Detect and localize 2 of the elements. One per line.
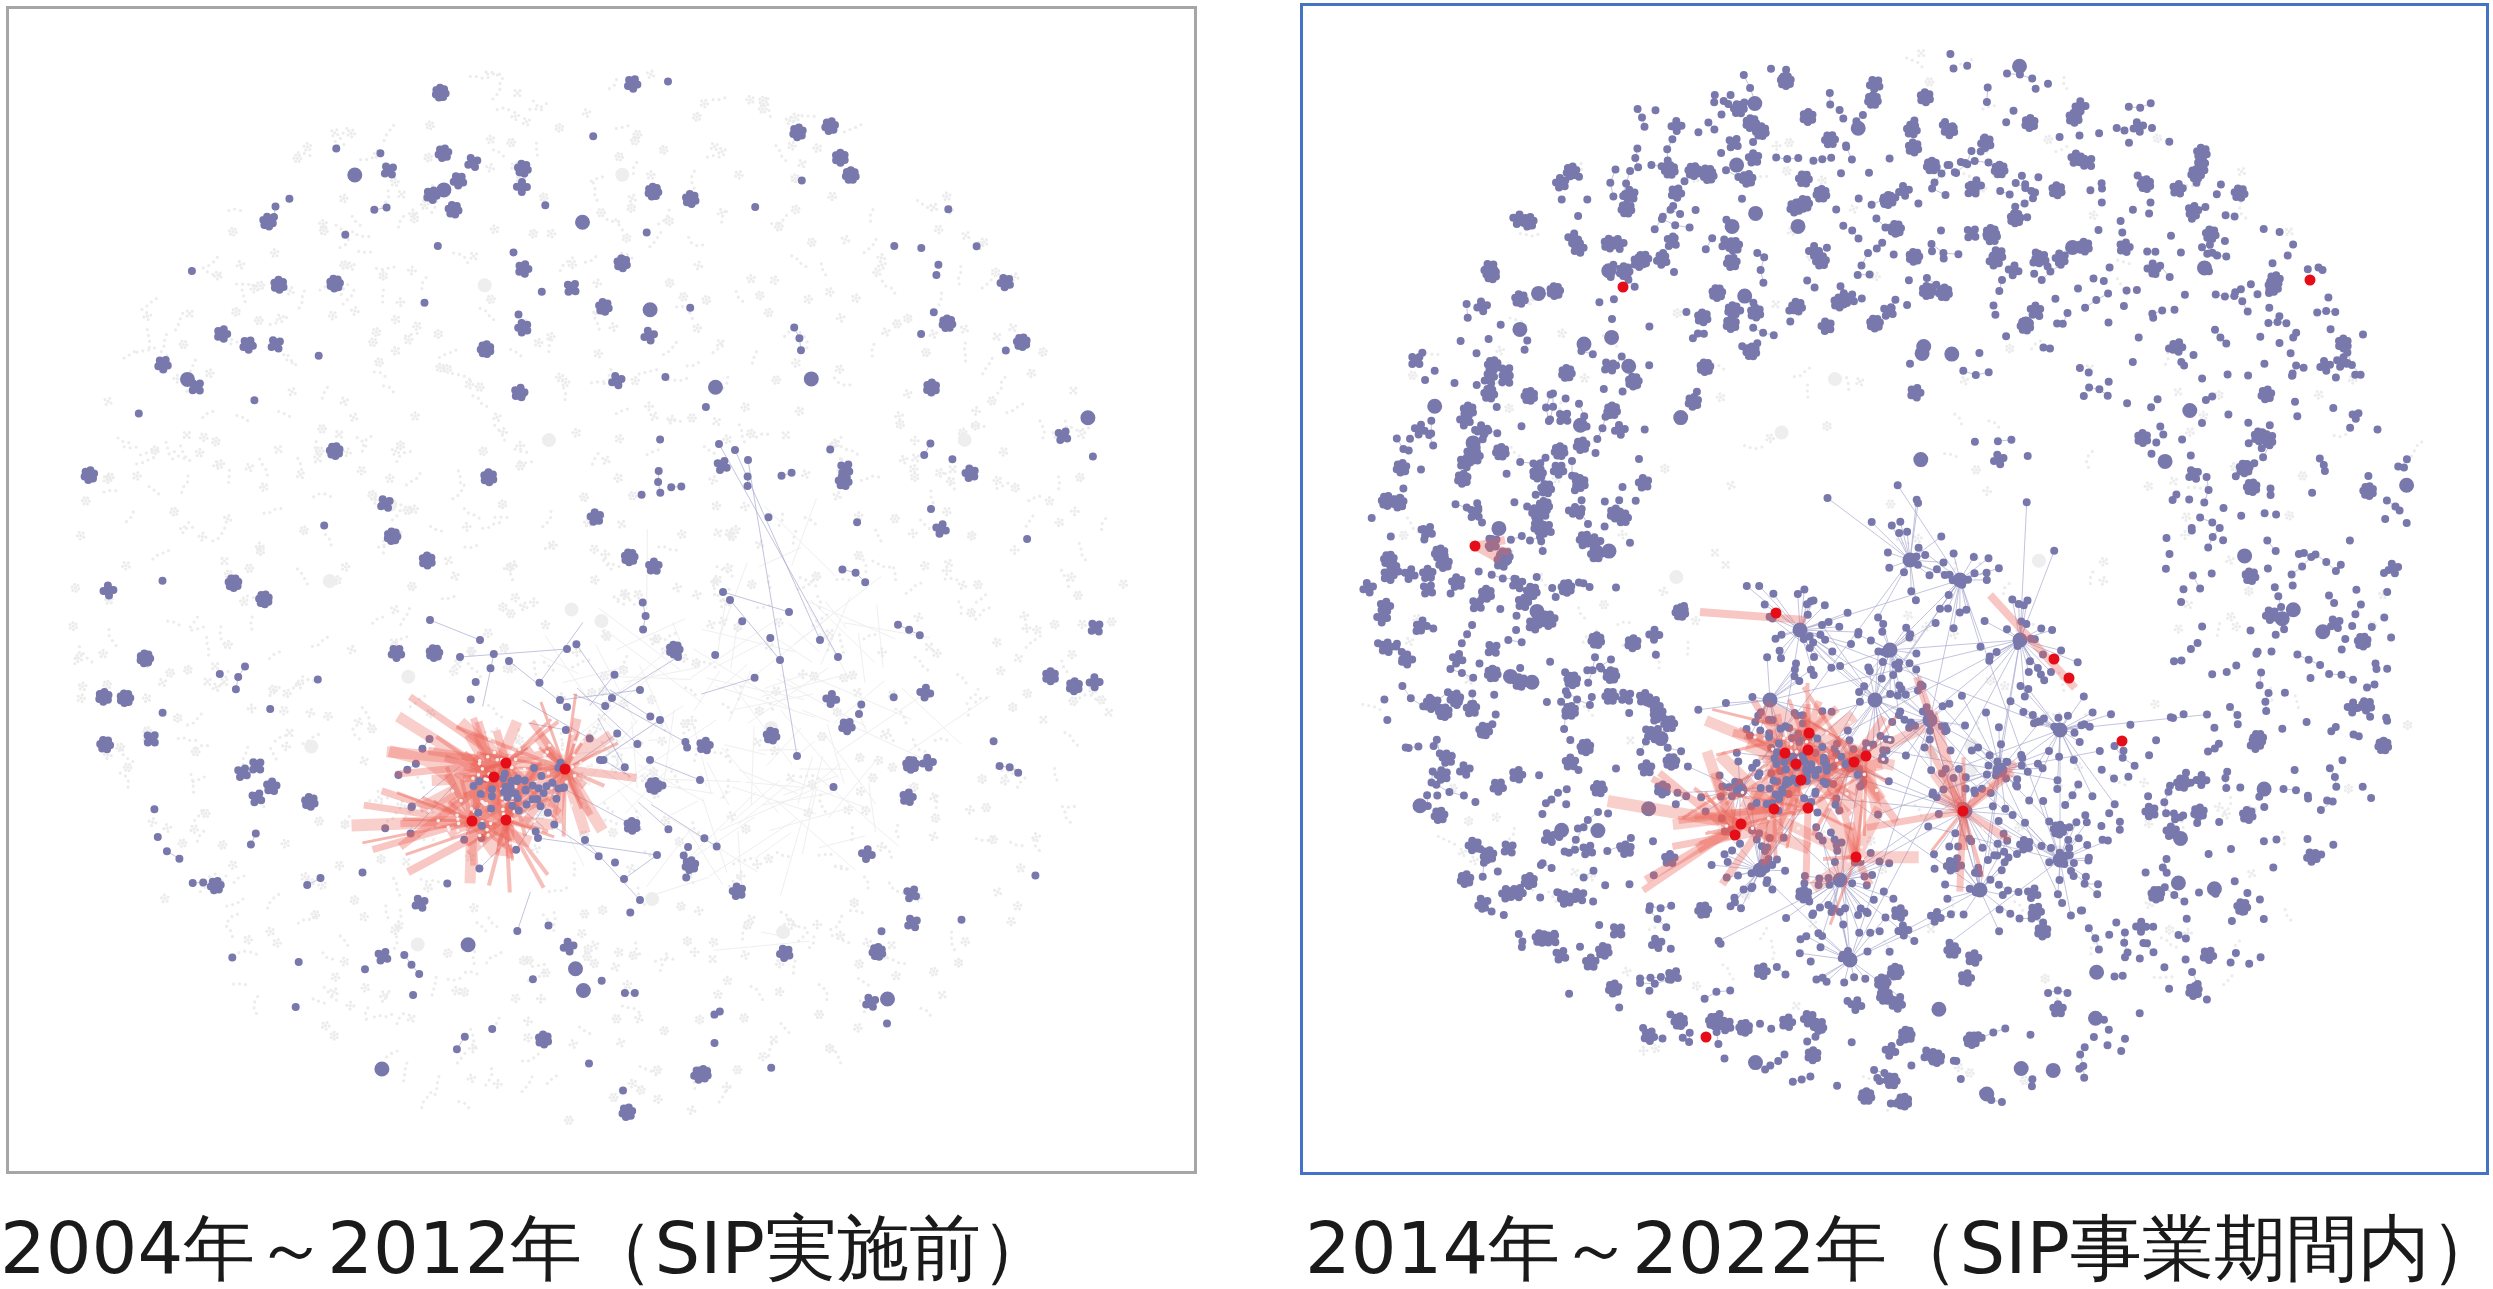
- panel-caption: 2004年～2012年（SIP実施前）: [0, 1208, 1053, 1288]
- panel-caption: 2014年～2022年（SIP事業期間内）: [1305, 1208, 2493, 1288]
